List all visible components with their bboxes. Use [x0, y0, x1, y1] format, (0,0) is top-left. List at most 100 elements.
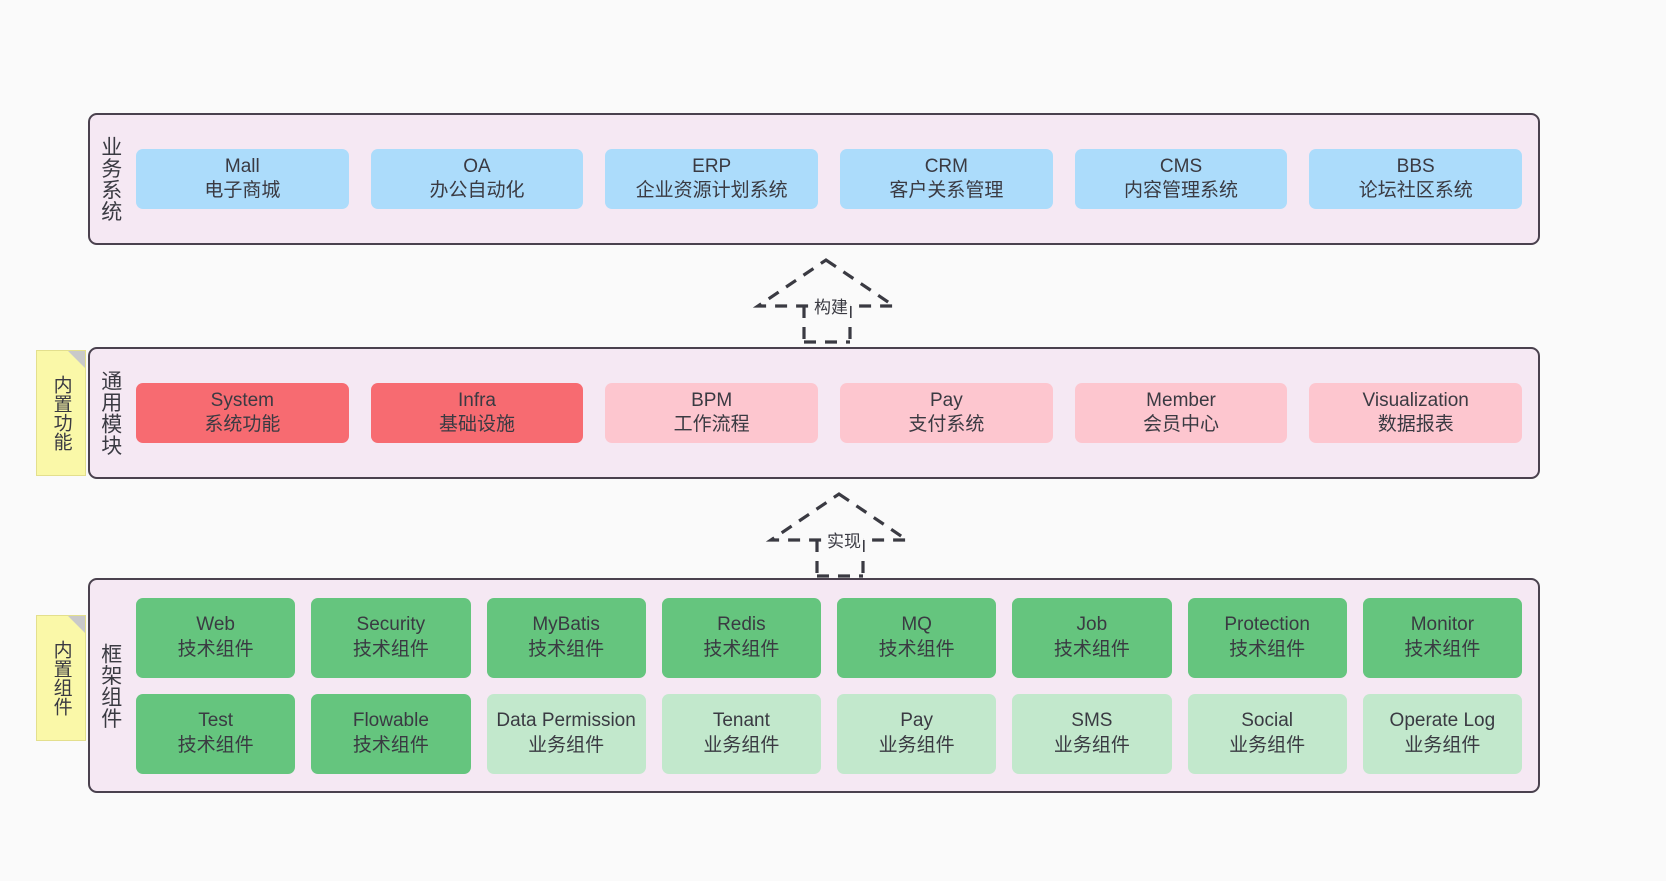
card-name: Data Permission [496, 710, 636, 732]
connector-label-build: 构建 [812, 293, 850, 318]
card-desc: 技术组件 [1404, 638, 1481, 660]
layer-body-common-modules: System 系统功能 Infra 基础设施 BPM 工作流程 Pay 支付系统… [130, 349, 1538, 477]
card-infra[interactable]: Infra 基础设施 [370, 382, 584, 444]
card-row: System 系统功能 Infra 基础设施 BPM 工作流程 Pay 支付系统… [136, 382, 1523, 444]
card-security[interactable]: Security 技术组件 [311, 597, 471, 678]
card-desc: 技术组件 [177, 734, 254, 756]
card-name: CRM [924, 155, 968, 177]
card-desc: 业务组件 [703, 734, 780, 756]
card-operate-log[interactable]: Operate Log 业务组件 [1362, 693, 1522, 774]
card-monitor[interactable]: Monitor 技术组件 [1362, 597, 1522, 678]
card-row-tech: Web 技术组件 Security 技术组件 MyBatis 技术组件 Redi… [136, 597, 1522, 678]
card-desc: 办公自动化 [429, 180, 525, 201]
card-desc: 企业资源计划系统 [635, 180, 788, 201]
card-redis[interactable]: Redis 技术组件 [661, 597, 821, 678]
card-name: MQ [901, 614, 932, 636]
card-pay-component[interactable]: Pay 业务组件 [837, 693, 997, 774]
card-desc: 业务组件 [1053, 734, 1130, 756]
card-desc: 客户关系管理 [889, 180, 1004, 201]
card-name: Pay [900, 710, 933, 732]
card-desc: 技术组件 [1229, 638, 1306, 660]
card-name: Flowable [352, 710, 429, 732]
card-bpm[interactable]: BPM 工作流程 [605, 382, 819, 444]
layer-title-business-systems: 业务系统 [98, 136, 122, 222]
card-desc: 会员中心 [1143, 414, 1220, 435]
card-test[interactable]: Test 技术组件 [136, 693, 296, 774]
card-desc: 技术组件 [177, 638, 254, 660]
sticky-note-label: 内置组件 [50, 640, 72, 716]
card-name: Protection [1224, 614, 1310, 636]
card-desc: 技术组件 [703, 638, 780, 660]
card-crm[interactable]: CRM 客户关系管理 [840, 148, 1053, 210]
card-name: BBS [1396, 155, 1435, 177]
layer-body-framework-components: Web 技术组件 Security 技术组件 MyBatis 技术组件 Redi… [130, 580, 1538, 791]
card-system[interactable]: System 系统功能 [136, 382, 349, 444]
card-visualization[interactable]: Visualization 数据报表 [1309, 382, 1523, 444]
card-erp[interactable]: ERP 企业资源计划系统 [605, 148, 819, 210]
layer-title-framework-components: 框架组件 [98, 642, 122, 729]
card-desc: 数据报表 [1377, 414, 1454, 435]
card-data-permission[interactable]: Data Permission 业务组件 [486, 693, 646, 774]
card-desc: 内容管理系统 [1124, 180, 1239, 201]
card-name: Mall [224, 155, 260, 177]
layer-framework-components: 框架组件 Web 技术组件 Security 技术组件 MyBatis 技术组件… [88, 578, 1540, 793]
card-name: Tenant [712, 710, 770, 732]
card-protection[interactable]: Protection 技术组件 [1187, 597, 1347, 678]
connector-label-implement: 实现 [825, 527, 863, 552]
card-name: Job [1076, 614, 1108, 636]
card-name: Test [198, 710, 234, 732]
sticky-note-builtin-functions: 内置功能 [36, 350, 86, 476]
card-desc: 业务组件 [1229, 734, 1306, 756]
card-name: BPM [691, 389, 733, 411]
card-bbs[interactable]: BBS 论坛社区系统 [1309, 148, 1523, 210]
layer-body-business-systems: Mall 电子商城 OA 办公自动化 ERP 企业资源计划系统 CRM 客户关系… [130, 115, 1538, 243]
card-member[interactable]: Member 会员中心 [1074, 382, 1288, 444]
card-pay-module[interactable]: Pay 支付系统 [840, 382, 1053, 444]
card-name: Operate Log [1389, 710, 1496, 732]
card-desc: 基础设施 [439, 414, 516, 435]
card-mybatis[interactable]: MyBatis 技术组件 [486, 597, 646, 678]
card-sms[interactable]: SMS 业务组件 [1012, 693, 1172, 774]
card-row: Mall 电子商城 OA 办公自动化 ERP 企业资源计划系统 CRM 客户关系… [136, 148, 1523, 210]
card-row-business: Test 技术组件 Flowable 技术组件 Data Permission … [136, 693, 1522, 774]
card-job[interactable]: Job 技术组件 [1012, 597, 1172, 678]
layer-business-systems: 业务系统 Mall 电子商城 OA 办公自动化 ERP 企业资源计划系统 CRM… [88, 113, 1540, 245]
card-name: Web [196, 614, 235, 636]
card-desc: 论坛社区系统 [1358, 180, 1473, 201]
card-name: MyBatis [532, 614, 600, 636]
card-name: Monitor [1410, 614, 1475, 636]
card-name: Security [356, 614, 426, 636]
card-desc: 技术组件 [878, 638, 955, 660]
card-desc: 技术组件 [528, 638, 605, 660]
layer-title-common-modules: 通用模块 [98, 370, 122, 456]
card-desc: 支付系统 [908, 414, 985, 435]
card-desc: 技术组件 [352, 734, 429, 756]
card-cms[interactable]: CMS 内容管理系统 [1074, 148, 1288, 210]
card-desc: 技术组件 [1053, 638, 1130, 660]
card-name: Member [1146, 389, 1216, 411]
card-mall[interactable]: Mall 电子商城 [136, 148, 349, 210]
card-name: System [210, 389, 275, 411]
card-desc: 工作流程 [673, 414, 750, 435]
card-name: Infra [457, 389, 497, 411]
card-name: Social [1241, 710, 1293, 732]
card-oa[interactable]: OA 办公自动化 [370, 148, 584, 210]
layer-common-modules: 通用模块 System 系统功能 Infra 基础设施 BPM 工作流程 Pay… [88, 347, 1540, 479]
card-flowable[interactable]: Flowable 技术组件 [311, 693, 471, 774]
card-desc: 业务组件 [1404, 734, 1481, 756]
card-desc: 业务组件 [528, 734, 605, 756]
card-desc: 技术组件 [352, 638, 429, 660]
sticky-note-label: 内置功能 [50, 375, 72, 451]
card-desc: 系统功能 [204, 414, 281, 435]
card-name: ERP [692, 155, 732, 177]
card-social[interactable]: Social 业务组件 [1187, 693, 1347, 774]
card-web[interactable]: Web 技术组件 [136, 597, 296, 678]
card-desc: 业务组件 [878, 734, 955, 756]
card-name: SMS [1071, 710, 1113, 732]
card-name: Redis [717, 614, 766, 636]
card-tenant[interactable]: Tenant 业务组件 [661, 693, 821, 774]
card-desc: 电子商城 [204, 180, 281, 201]
card-mq[interactable]: MQ 技术组件 [837, 597, 997, 678]
card-name: CMS [1159, 155, 1203, 177]
